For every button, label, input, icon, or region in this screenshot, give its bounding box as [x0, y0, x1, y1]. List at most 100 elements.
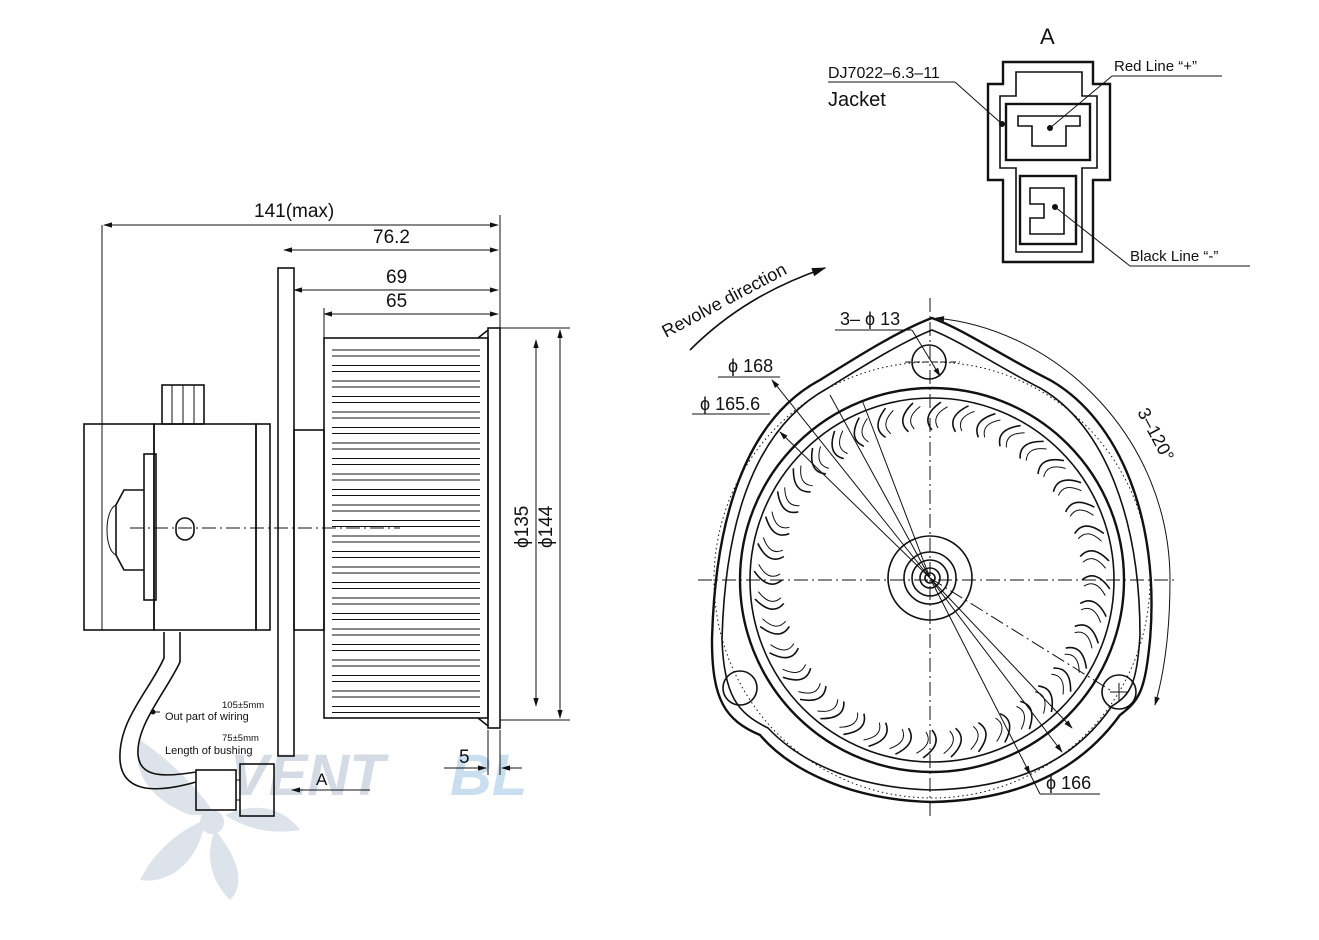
front-blade-edge [782, 664, 807, 674]
front-blade-edge [959, 410, 975, 432]
front-blade-edge [784, 487, 800, 507]
leader-inner [861, 399, 931, 579]
front-blade [895, 727, 912, 755]
wire-plug-body [195, 769, 237, 811]
motor-rear-plate [143, 453, 157, 601]
view-a-label: A [316, 770, 328, 789]
mount-hole-left [722, 670, 758, 706]
dim-141-label: 141(max) [254, 201, 334, 222]
wheel-chamfer [477, 329, 489, 727]
dim-69-label: 69 [386, 267, 407, 288]
front-blade [853, 417, 865, 448]
watermark: VENT BL [137, 740, 527, 900]
leader-166-b [929, 577, 1031, 775]
front-blade-edge [863, 722, 881, 741]
revolve-label: Revolve direction [658, 259, 789, 341]
wheel-blade-lines [332, 349, 480, 713]
front-blade [877, 407, 887, 438]
black-terminal-housing [1018, 174, 1078, 246]
front-blade [820, 701, 845, 720]
front-blade [843, 713, 866, 736]
leader-165-6-b [929, 577, 1073, 729]
front-blade [754, 598, 785, 610]
leader-168 [771, 379, 931, 579]
jacket-label: Jacket [828, 89, 886, 111]
watermark-text-a: VENT [230, 743, 389, 808]
red-leader [1049, 75, 1113, 129]
front-blade [1019, 700, 1033, 730]
front-blade [764, 516, 790, 536]
dim-gap-label: 5 [459, 747, 470, 768]
front-blade [831, 430, 845, 460]
connector-title: A [1040, 24, 1055, 49]
front-blade [1052, 479, 1082, 493]
front-blade-edge [983, 419, 1001, 438]
front-blade-edge [762, 537, 784, 553]
black-terminal [1029, 187, 1065, 235]
black-leader [1054, 206, 1131, 267]
front-blade-edge [758, 564, 781, 577]
front-blade-edge [770, 643, 795, 651]
front-blade-edge [943, 730, 954, 754]
part-leader [954, 81, 1003, 125]
dia-165-6-label: ϕ 165.6 [700, 394, 760, 414]
front-blade [976, 412, 996, 438]
front-blade-edge [1005, 432, 1025, 448]
red-terminal-housing [1004, 102, 1092, 162]
leader-166 [929, 577, 1063, 753]
leader-holes [911, 329, 941, 377]
wire-plug-head [239, 763, 275, 817]
bushing-label: Length of bushing [165, 745, 252, 757]
holes-label: 3– ϕ 13 [840, 309, 900, 329]
leader-166-tail [1029, 773, 1041, 795]
leader-165-6 [779, 431, 931, 579]
front-blade-edge [1016, 705, 1026, 730]
front-blade [1081, 575, 1111, 590]
dim-dia-135-label: ϕ135 [512, 506, 533, 548]
shaft-slot [175, 517, 195, 541]
dia-168-label: ϕ 168 [728, 356, 773, 376]
front-blade-edge [916, 731, 929, 754]
wheel-end-ring [487, 327, 501, 729]
motor-knob [115, 489, 144, 571]
part-number: DJ7022–6.3–11 [828, 65, 940, 82]
front-blade-edge [995, 717, 1003, 742]
black-line-label: Black Line “-” [1130, 248, 1218, 265]
leader-168-b [829, 394, 931, 579]
wire-harness-outer [119, 632, 197, 790]
front-blade-edge [771, 511, 790, 529]
front-blade [950, 727, 962, 758]
front-blade-edge [935, 406, 948, 429]
motor-knob-cap [106, 504, 117, 556]
front-blade [1074, 525, 1105, 535]
dim-76-2-label: 76.2 [373, 227, 410, 248]
side-view: 141(max) 76.2 69 65 [83, 201, 570, 817]
front-blade [799, 685, 827, 702]
front-blade [1074, 624, 1100, 644]
front-blade [868, 722, 888, 748]
front-blade [753, 570, 783, 585]
front-blade-edge [1077, 533, 1102, 542]
front-blade-edge [1080, 607, 1102, 623]
motor-housing [153, 423, 257, 631]
connector-jacket-outer [986, 60, 1112, 264]
red-line-label: Red Line “+” [1114, 58, 1197, 75]
revolve-arrow [689, 267, 827, 351]
front-blade [1065, 646, 1088, 669]
mount-flange [277, 267, 295, 757]
connector-jacket-inner [999, 71, 1098, 253]
front-blade-edge [818, 446, 830, 469]
front-view: Revolve direction [658, 259, 1178, 820]
front-blade-edge [838, 430, 848, 455]
flange-hub [293, 429, 325, 631]
front-blade [769, 647, 800, 659]
blower-wheel-side [323, 327, 501, 729]
wire-harness-inner [137, 632, 197, 776]
front-blade-edge [889, 728, 905, 750]
front-blade [922, 729, 937, 759]
dim-dia-144-label: ϕ144 [536, 505, 557, 548]
dia-166-label: ϕ 166 [1046, 773, 1091, 793]
connector-view: A DJ7022–6.3–11 Jacket Red Line “+” Blac… [828, 24, 1250, 267]
angle-label: 3–120° [1133, 404, 1178, 464]
